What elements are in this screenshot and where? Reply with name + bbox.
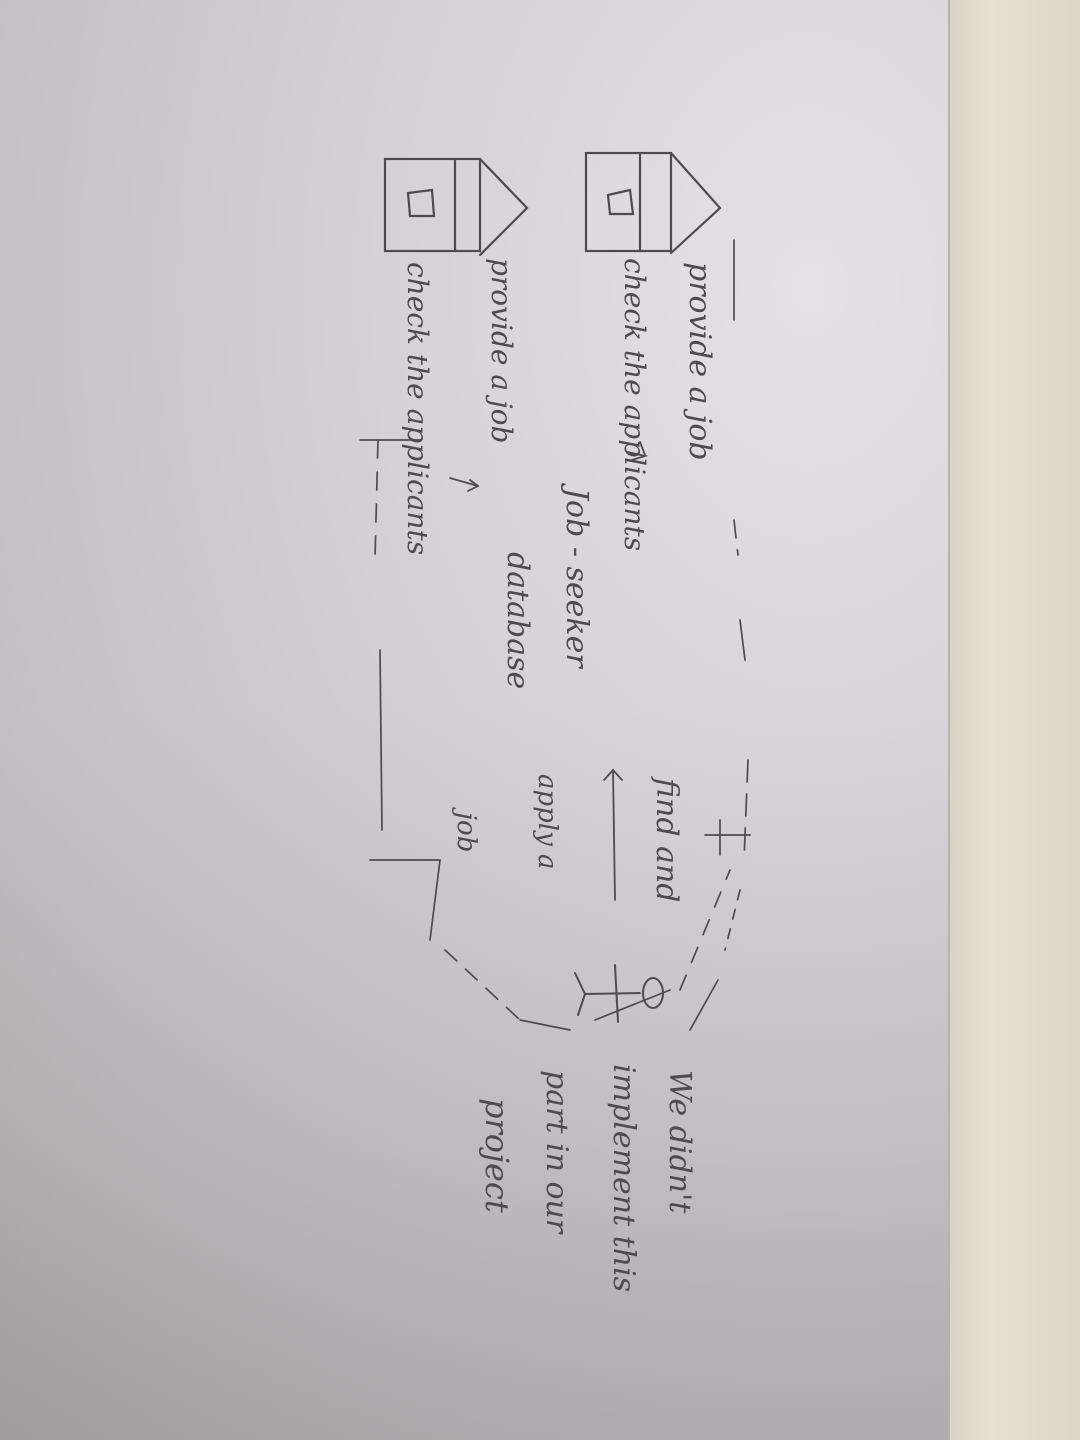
arrow-group: [449, 441, 649, 901]
paper-shadow: [0, 700, 948, 1440]
label-job-seeker: Job - seeker: [559, 482, 594, 669]
actor-icon: [574, 964, 664, 1023]
note-line-4: project: [478, 1098, 516, 1213]
label-provide-job-bottom: provide a job: [485, 258, 518, 443]
label-check-applicants-bottom: check the applicants: [401, 262, 434, 555]
label-check-applicants-top: check the applicants: [618, 258, 651, 551]
house-icon-top: [584, 151, 722, 255]
label-find-and: find and: [649, 776, 684, 902]
note-line-1: We didn't: [662, 1070, 697, 1214]
arrow-right: [639, 441, 646, 456]
note-line-3: part in our: [539, 1070, 574, 1235]
paper-edge: [948, 0, 1080, 1440]
label-apply-a: apply a: [532, 774, 562, 870]
note-line-2: implement this: [606, 1064, 641, 1292]
arrow-right-2: [449, 477, 479, 487]
label-job: job: [451, 807, 481, 852]
label-provide-job-top: provide a job: [682, 262, 717, 461]
house-icon-bottom: [383, 157, 529, 257]
label-database: database: [500, 552, 535, 689]
arrow-left: [612, 769, 616, 901]
system-boundary: [359, 239, 751, 1031]
